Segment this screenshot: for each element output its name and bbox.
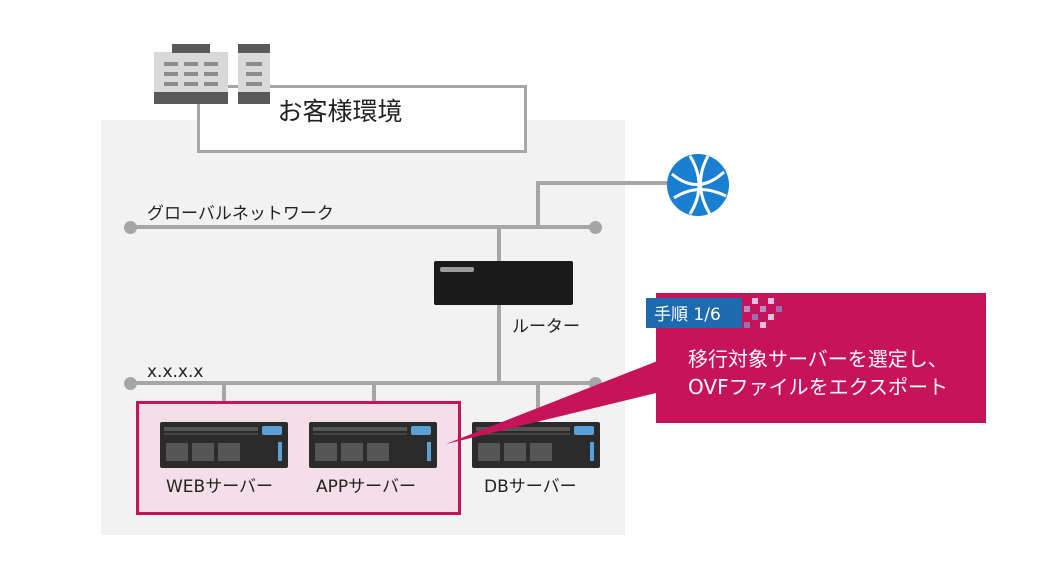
router-trunk-line (497, 227, 501, 383)
global-network-label: グローバルネットワーク (147, 204, 334, 224)
db-server-drop-line (536, 383, 540, 423)
globe-icon (667, 154, 729, 216)
step-badge (646, 298, 742, 328)
pixel-decoration (744, 298, 788, 334)
local-network-endpoint-left (124, 377, 137, 390)
callout-text-line1: 移行対象サーバーを選定し、 (688, 347, 948, 371)
step-badge-text: 手順 1/6 (654, 305, 721, 325)
local-network-label: x.x.x.x (147, 362, 204, 382)
building-icon (154, 44, 270, 104)
router-icon (434, 261, 573, 305)
global-network-endpoint-right (589, 221, 602, 234)
global-network-line (130, 225, 595, 229)
environment-label: お客様環境 (277, 97, 403, 126)
callout-text-line2: OVFファイルをエクスポート (688, 375, 948, 399)
server-icon (160, 422, 288, 468)
router-label: ルーター (512, 317, 580, 337)
local-network-line (130, 381, 595, 385)
web-server-label: WEBサーバー (166, 477, 274, 497)
globe-link-vertical (536, 181, 540, 227)
globe-link-horizontal (536, 181, 668, 185)
app-server-label: APPサーバー (316, 477, 416, 497)
db-server-label: DBサーバー (484, 477, 577, 497)
callout-pointer (446, 360, 660, 444)
server-icon (309, 422, 437, 468)
global-network-endpoint-left (124, 221, 137, 234)
